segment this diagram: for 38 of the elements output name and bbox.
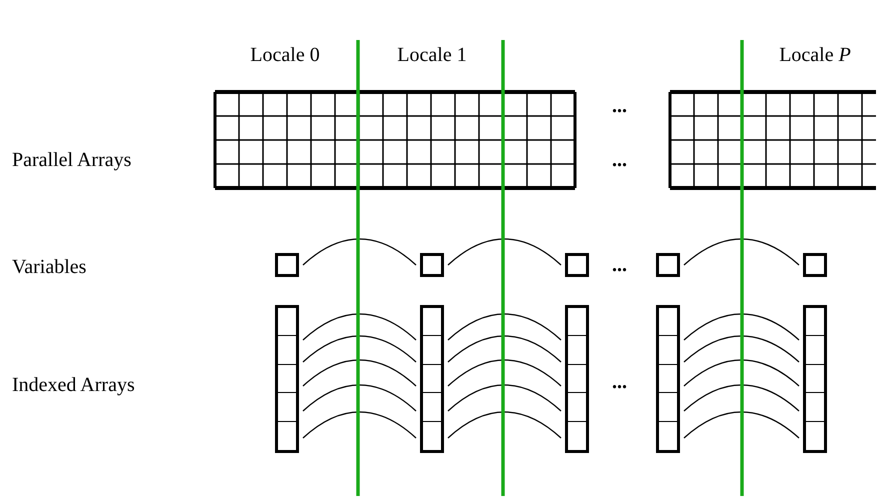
- row-label: Variables: [12, 257, 86, 277]
- arc-line: [302, 411, 416, 438]
- indexed-array-column: [565, 305, 589, 453]
- locale-label: Locale 0: [249, 45, 321, 65]
- ellipsis: ...: [612, 96, 627, 116]
- indexed-array-column: [420, 305, 444, 453]
- arc-line: [302, 335, 416, 362]
- arc-line: [448, 335, 562, 362]
- arc-line: [684, 238, 800, 266]
- arc-line: [684, 313, 800, 340]
- indexed-array-column: [275, 305, 299, 453]
- arc-line: [448, 384, 562, 412]
- arc-line: [448, 411, 562, 438]
- arc-line: [302, 359, 416, 386]
- arc-line: [302, 384, 416, 412]
- arc-line: [684, 335, 800, 362]
- indexed-array-column: [656, 305, 680, 453]
- arc-line: [302, 238, 416, 266]
- variable-square: [275, 253, 299, 277]
- arc-line: [448, 359, 562, 386]
- arc-line: [448, 238, 562, 266]
- ellipsis: ...: [612, 150, 627, 170]
- variable-square: [420, 253, 444, 277]
- arc-line: [302, 313, 416, 340]
- locale-label: Locale 1: [396, 45, 468, 65]
- ellipsis: ...: [612, 255, 627, 275]
- arc-line: [684, 411, 800, 438]
- locale-label: Locale P: [778, 45, 852, 65]
- indexed-array-column: [803, 305, 827, 453]
- arc-line: [684, 359, 800, 386]
- row-label: Parallel Arrays: [12, 150, 132, 170]
- arc-line: [448, 313, 562, 340]
- ellipsis: ...: [612, 372, 627, 392]
- variable-square: [565, 253, 589, 277]
- row-label: Indexed Arrays: [12, 375, 135, 395]
- arc-line: [684, 384, 800, 412]
- variable-square: [803, 253, 827, 277]
- variable-square: [656, 253, 680, 277]
